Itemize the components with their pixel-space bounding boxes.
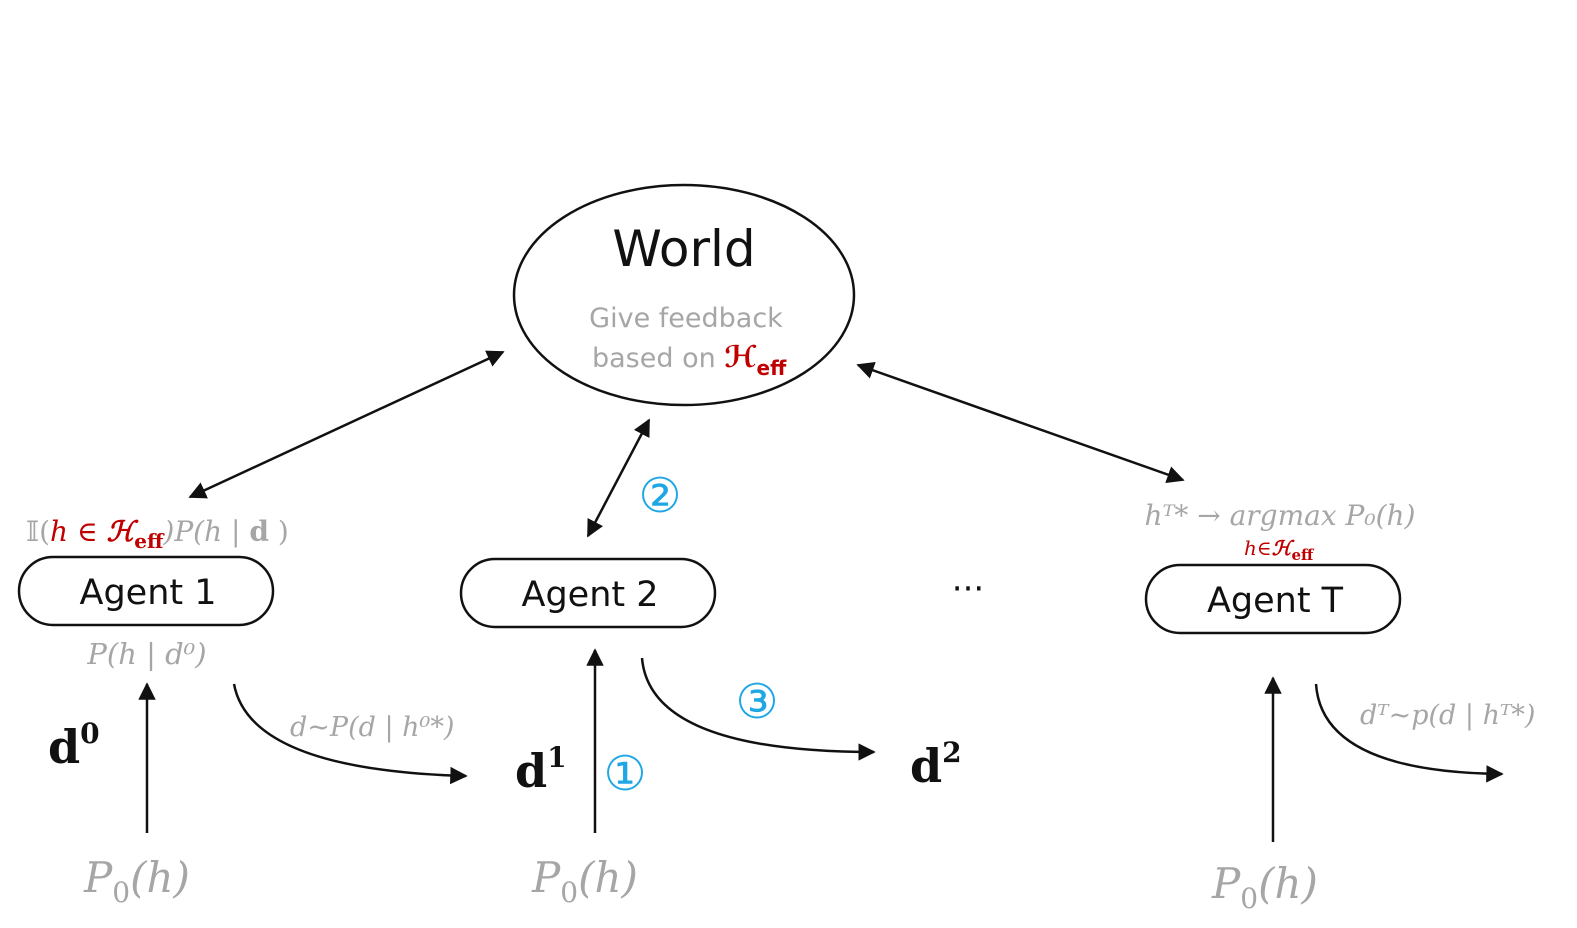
arrow-world-agent-1 [188,350,505,499]
agent-1-node: Agent 1 [17,555,275,627]
step-3-marker: ③ [735,674,778,730]
agent-t-argmax-label: hᵀ* → argmax P₀(h) [1145,499,1416,532]
world-title: World [612,220,755,278]
prior-agent-2: P0(h) [531,853,638,909]
data-d2: d2 [910,736,962,793]
agent-t-sample-label: dᵀ~p(d | hᵀ*) [1360,700,1535,731]
world-feedback-line1: Give feedback [589,303,783,334]
agent-2-box [459,557,717,629]
world-feedback-prefix: based on [592,343,724,374]
agent-2-label: Agent 2 [522,575,659,615]
arrow-agent-2-to-d2 [640,657,876,761]
agent-1-prior-label: P(h | d⁰) [86,637,206,671]
arrow-agent-t-to-dt [1314,683,1504,783]
ellipsis: ··· [952,569,984,609]
arrow-agent-1-to-d1 [232,683,468,785]
world-node: World Give feedback based on ℋeff [512,183,856,407]
h-eff-subscript: eff [757,356,788,380]
world-ellipse [512,183,856,407]
step-2-marker: ② [638,468,681,524]
agent-t-box [1144,563,1402,635]
data-d1: d1 [515,741,567,798]
h-eff-symbol: ℋ [724,340,756,375]
prior-agent-1: P0(h) [83,853,190,909]
arrow-world-agent-t [856,362,1185,483]
data-d0: d0 [48,717,100,774]
agent-t-node: Agent T [1144,563,1402,635]
agent-1-label: Agent 1 [80,573,217,613]
agent-1-box [17,555,275,627]
agent-2-node: Agent 2 [459,557,717,629]
agent-t-argmax-subscript: h∈ℋeff [1244,536,1315,564]
agent-t-label: Agent T [1207,581,1344,621]
prior-agent-t: P0(h) [1211,859,1318,915]
world-feedback-line2: based on ℋeff [592,340,787,380]
arrow-world-agent-2 [586,418,651,538]
agent-1-sample-label: d~P(d | h⁰*) [290,712,454,743]
step-1-marker: ① [603,746,646,802]
agent-1-posterior-label: 𝕀(h ∈ ℋeff)P(h | d ) [26,515,289,553]
